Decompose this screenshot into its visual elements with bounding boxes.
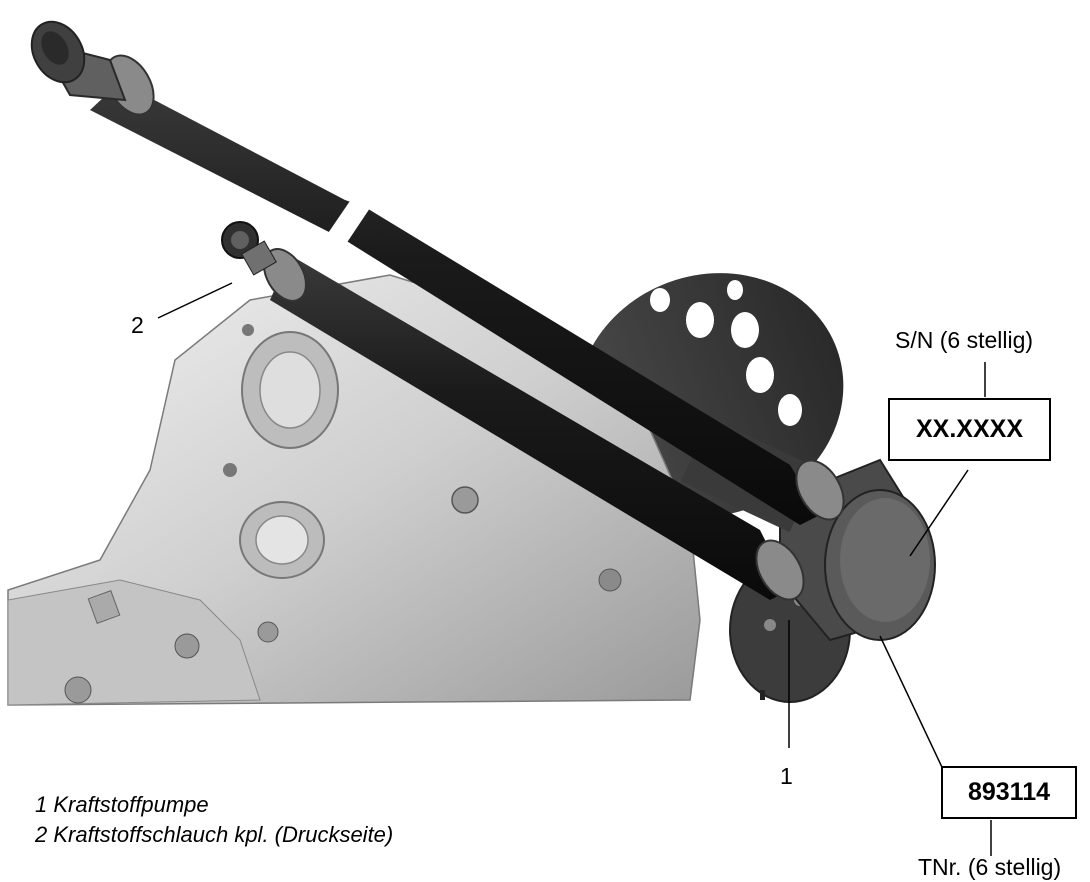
- callout-item-2: 2: [131, 312, 144, 338]
- legend-item: 2 Kraftstoffschlauch kpl. (Druckseite): [35, 822, 394, 847]
- callout-item-1: 1: [780, 763, 793, 789]
- legend-item: 1 Kraftstoffpumpe: [35, 792, 209, 817]
- fuel-hose-long: [30, 20, 845, 525]
- part-number-box: 893114: [941, 766, 1077, 819]
- fuel-pump-body: [680, 417, 936, 703]
- part-number-caption: TNr. (6 stellig): [918, 854, 1062, 880]
- fuel-hose-short: [221, 221, 805, 601]
- figure-legend: 1 Kraftstoffpumpe 2 Kraftstoffschlauch k…: [35, 790, 393, 850]
- serial-number-caption: S/N (6 stellig): [895, 327, 1034, 353]
- serial-number-box: XX.XXXX: [888, 398, 1051, 461]
